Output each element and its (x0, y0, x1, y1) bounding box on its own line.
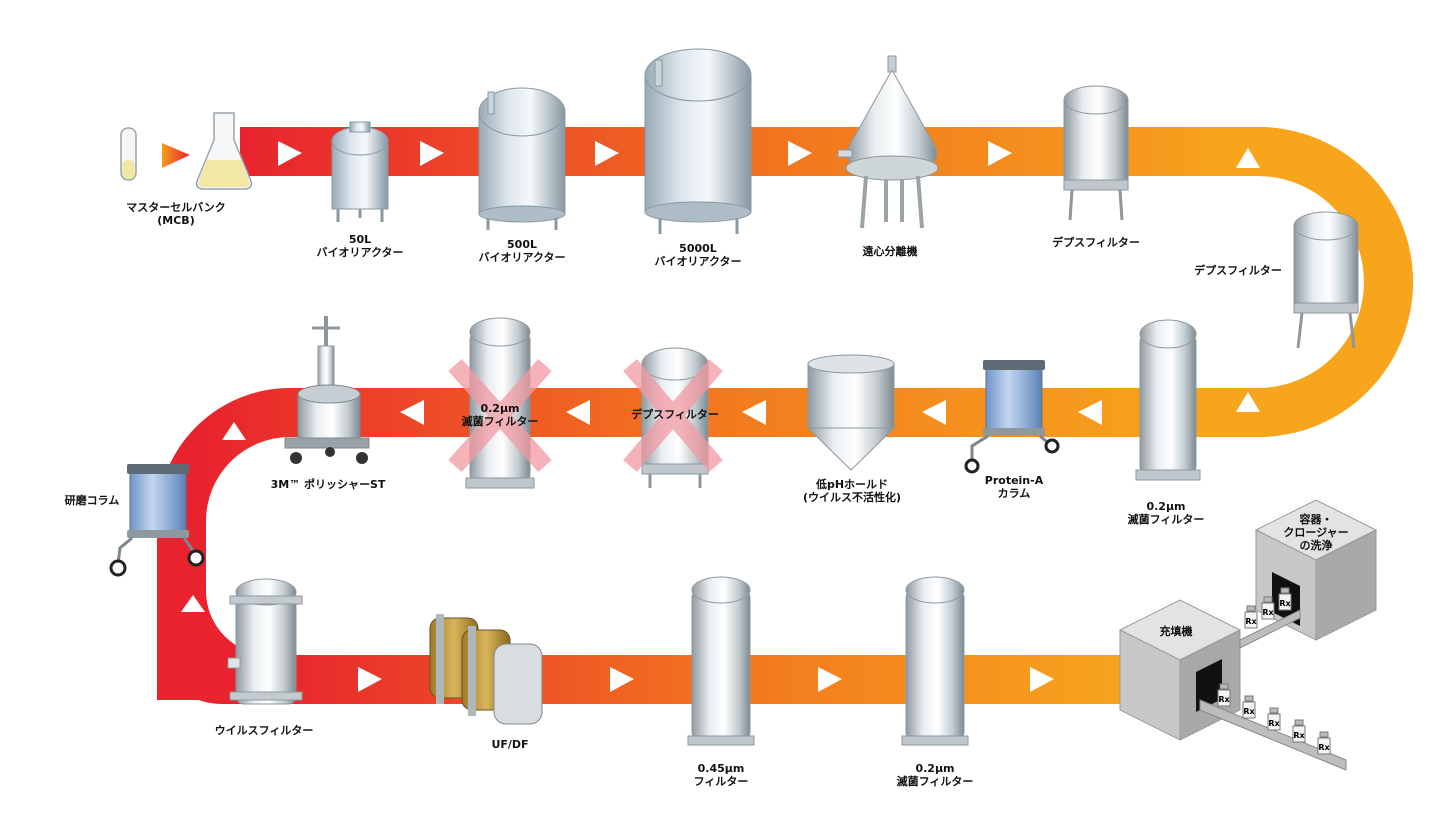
label-depth-filter-1: デプスフィルター (1052, 236, 1140, 249)
arrow-left (566, 400, 590, 425)
arrow-down (1236, 392, 1260, 412)
arrow-left (1078, 400, 1102, 425)
arrow-up (222, 422, 246, 440)
rx-label: Rx (1243, 707, 1255, 716)
flow-band-middle (157, 388, 1160, 700)
arrow-right (278, 141, 302, 166)
label-container-cleaning: 容器・クロージャーの洗浄 (1283, 513, 1349, 552)
arrow-down (1236, 148, 1260, 168)
arrow-left (400, 400, 424, 425)
depth-filter-icon (1063, 85, 1129, 221)
rx-vial-icon: Rx (1261, 596, 1275, 620)
sterile-filter-icon (1135, 319, 1201, 481)
rx-vial-icon: Rx (1267, 707, 1281, 731)
label-centrifuge: 遠心分離機 (862, 245, 918, 258)
label-virus-filter: ウイルスフィルター (214, 724, 314, 737)
rx-vial-icon: Rx (1217, 683, 1231, 707)
rx-vial-icon: Rx (1242, 695, 1256, 719)
rx-label: Rx (1245, 617, 1257, 626)
arrow-right (420, 141, 444, 166)
test-tube-icon (120, 127, 137, 181)
uf-df-icon (429, 614, 543, 725)
arrow-right (595, 141, 619, 166)
rx-label: Rx (1279, 599, 1291, 608)
low-ph-hold-tank-icon (806, 354, 896, 471)
arrow-left (922, 400, 946, 425)
flow-band-top-right (1150, 127, 1413, 437)
arrow-right (358, 667, 382, 692)
sterile-filter-icon (901, 576, 969, 746)
rx-label: Rx (1268, 719, 1280, 728)
label-uf-df: UF/DF (491, 738, 529, 751)
rx-label: Rx (1293, 731, 1305, 740)
rx-vial-icon: Rx (1317, 731, 1331, 755)
arrow-right (1030, 667, 1054, 692)
polisher-st-icon (284, 316, 370, 464)
arrow-up (181, 595, 205, 612)
depth-filter-icon (1293, 211, 1359, 349)
rx-vial-icon: Rx (1292, 719, 1306, 743)
rx-vial-icon: Rx (1278, 587, 1292, 611)
protein-a-column-icon (964, 360, 1060, 474)
arrow-right (788, 141, 812, 166)
arrow-right (988, 141, 1012, 166)
label-polisher-st: 3M™ ポリッシャーST (270, 478, 386, 491)
rx-label: Rx (1318, 743, 1330, 752)
label-polishing-column: 研磨コラム (64, 494, 120, 507)
rx-vial-icon: Rx (1244, 605, 1258, 629)
label-filling-machine: 充填機 (1159, 625, 1193, 638)
arrow-right (610, 667, 634, 692)
bioreactor-500l-icon (478, 87, 566, 230)
bioreactor-5000l-icon (644, 48, 752, 234)
label-master-cell-bank: マスターセルバンク(MCB) (126, 201, 226, 227)
filter-045-icon (687, 576, 755, 746)
virus-filter-icon (227, 578, 303, 705)
arrow-left (742, 400, 766, 425)
label-depth-filter-2: デプスフィルター (1194, 264, 1282, 277)
rx-label: Rx (1218, 695, 1230, 704)
flask-icon (195, 112, 253, 190)
removed-cross-icon (623, 359, 723, 472)
flow-arrows (181, 141, 1260, 692)
start-arrow (162, 143, 190, 168)
conveyor-icon (1199, 609, 1347, 771)
bioreactor-50l-icon (331, 121, 389, 222)
arrow-right (818, 667, 842, 692)
centrifuge-icon (837, 55, 939, 229)
removed-cross-icon (448, 359, 552, 472)
label-low-ph-hold: 低pHホールド(ウイルス不活性化) (802, 478, 902, 504)
polishing-column-icon (109, 464, 205, 577)
label-depth-filter-3: デプスフィルター (631, 408, 719, 421)
rx-label: Rx (1262, 608, 1274, 617)
